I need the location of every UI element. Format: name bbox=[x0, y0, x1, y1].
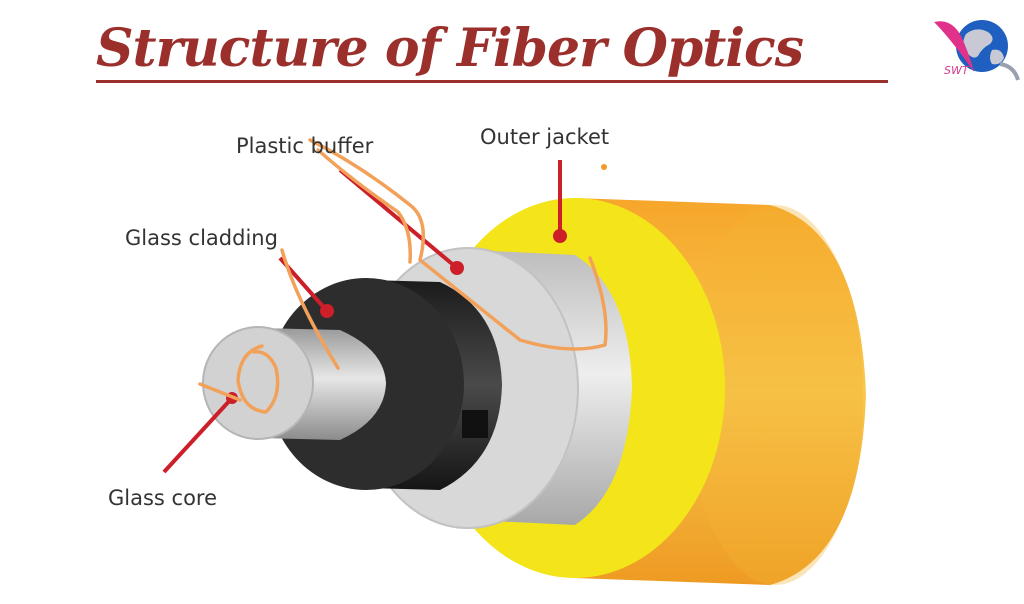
label-glass-core: Glass core bbox=[108, 486, 218, 510]
orange-dot bbox=[601, 164, 607, 170]
leader-plastic-buffer bbox=[338, 168, 459, 270]
swoosh-icon bbox=[934, 21, 974, 72]
page-title: Structure of Fiber Optics bbox=[96, 18, 804, 79]
label-glass-cladding: Glass cladding bbox=[125, 226, 278, 250]
leader-glass-core bbox=[162, 396, 234, 474]
core-face bbox=[203, 327, 313, 439]
glass-core bbox=[202, 326, 386, 440]
swt-logo bbox=[934, 20, 1020, 81]
label-outer-jacket: Outer jacket bbox=[480, 125, 610, 149]
label-plastic-buffer: Plastic buffer bbox=[236, 134, 374, 158]
handwritten-annotations bbox=[198, 138, 608, 414]
logo-text: SWT bbox=[944, 64, 969, 77]
globe-land bbox=[990, 49, 1004, 65]
leader-lines bbox=[162, 160, 567, 474]
title-underline bbox=[96, 80, 888, 83]
globe-land bbox=[963, 29, 993, 58]
